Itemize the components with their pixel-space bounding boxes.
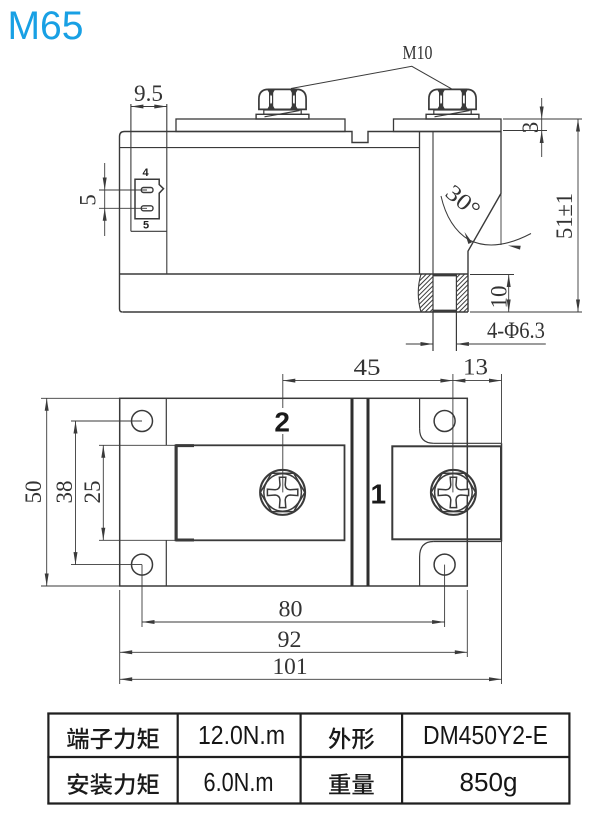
svg-text:25: 25 <box>80 481 105 504</box>
svg-text:10: 10 <box>487 286 512 309</box>
svg-text:13: 13 <box>463 355 488 380</box>
svg-text:4: 4 <box>142 167 149 179</box>
svg-text:9.5: 9.5 <box>134 81 163 106</box>
svg-text:45: 45 <box>354 355 381 380</box>
svg-text:5: 5 <box>76 194 101 206</box>
svg-text:M10: M10 <box>403 42 433 64</box>
svg-text:3: 3 <box>518 122 543 134</box>
svg-text:DM450Y2-E: DM450Y2-E <box>423 722 548 750</box>
svg-text:2: 2 <box>274 407 290 438</box>
svg-text:5: 5 <box>143 220 149 232</box>
svg-text:M65: M65 <box>8 4 84 48</box>
svg-text:92: 92 <box>278 627 302 652</box>
svg-text:12.0N.m: 12.0N.m <box>198 722 285 750</box>
svg-text:38: 38 <box>52 481 77 504</box>
svg-text:51±1: 51±1 <box>552 193 577 239</box>
svg-text:4-Φ6.3: 4-Φ6.3 <box>487 318 545 343</box>
svg-text:1: 1 <box>371 478 387 509</box>
svg-text:50: 50 <box>21 481 46 504</box>
svg-text:850g: 850g <box>460 769 518 797</box>
svg-text:80: 80 <box>279 597 303 622</box>
svg-text:101: 101 <box>273 654 308 679</box>
svg-text:6.0N.m: 6.0N.m <box>204 769 274 797</box>
